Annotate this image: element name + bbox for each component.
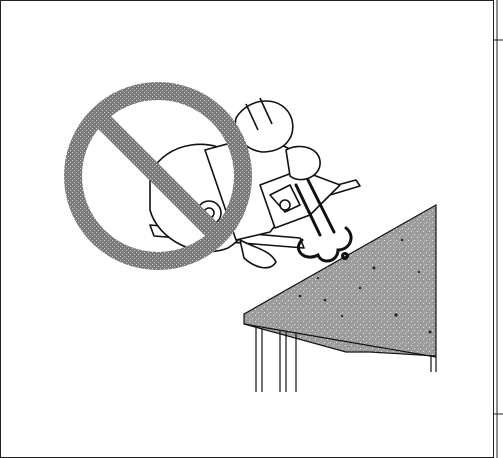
illustration-frame — [0, 0, 503, 458]
warning-illustration — [0, 0, 503, 458]
